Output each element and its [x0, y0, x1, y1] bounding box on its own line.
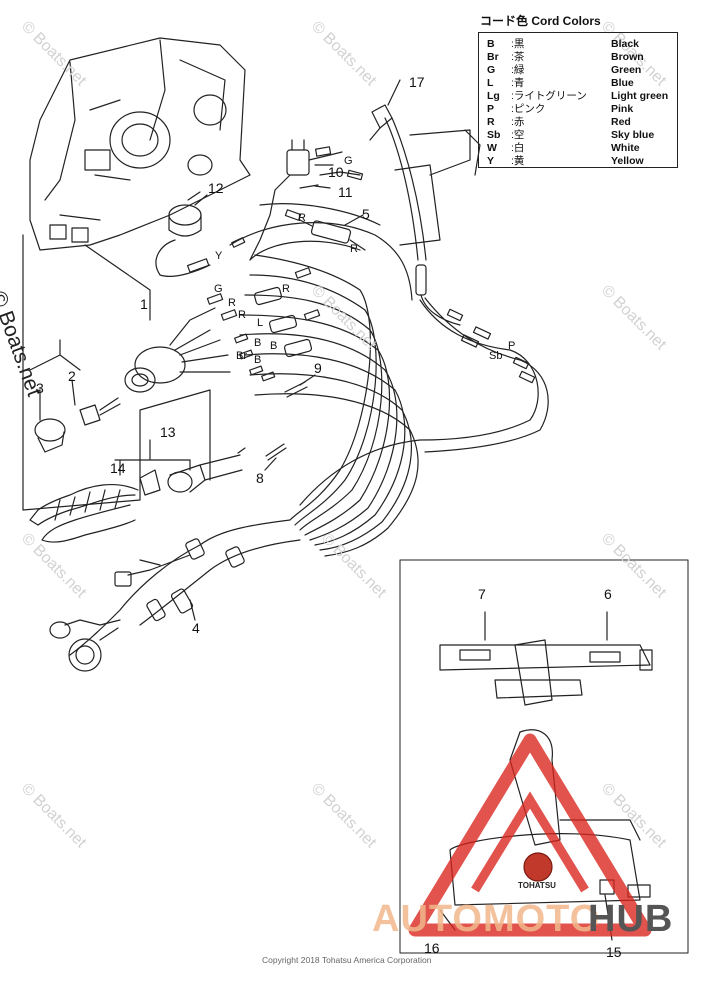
legend-en: Yellow: [611, 155, 644, 167]
legend-row-green: G :緑 Green: [479, 64, 677, 77]
copyright-text: Copyright 2018 Tohatsu America Corporati…: [262, 955, 432, 965]
wire-label: R: [350, 243, 358, 255]
legend-jp: :緑: [511, 64, 525, 76]
wire-label: P: [508, 340, 516, 352]
pin-part-8: [265, 443, 287, 461]
legend-row-yellow: Y :黄 Yellow: [479, 155, 677, 168]
legend-jp: :白: [511, 142, 525, 154]
wire-label: R: [282, 283, 290, 295]
callout-2: 2: [68, 368, 76, 384]
wire-label: B: [270, 340, 278, 352]
callout-1: 1: [140, 296, 148, 312]
legend-row-white: W :白 White: [479, 142, 677, 155]
wire-label: R: [238, 309, 246, 321]
legend-code: Y: [487, 155, 495, 167]
legend-en: Red: [611, 116, 631, 128]
brand-text-hub: HUB: [588, 898, 674, 940]
legend-en: Green: [611, 64, 642, 76]
callout-13: 13: [160, 424, 176, 440]
legend-en: Blue: [611, 77, 634, 89]
legend-code: W: [487, 142, 497, 154]
legend-row-red: R :赤 Red: [479, 116, 677, 129]
wire-connectors: [186, 169, 536, 384]
legend-code: Lg: [487, 90, 500, 102]
cap-part-3: [34, 418, 66, 453]
callout-16: 16: [424, 940, 440, 956]
legend-en: Brown: [611, 51, 644, 63]
legend-code: G: [487, 64, 496, 76]
callout-6: 6: [604, 586, 612, 602]
legend-code: B: [487, 38, 495, 50]
legend-row-sky-blue: Sb :空 Sky blue: [479, 129, 677, 142]
wire-label: L: [257, 317, 264, 329]
wire-label: R: [228, 297, 236, 309]
cable-part-17: [369, 104, 481, 326]
legend-code: L: [487, 77, 494, 89]
wire-label: R: [298, 212, 306, 224]
lanyard-part-14: [29, 469, 161, 543]
legend-jp: :黒: [511, 38, 525, 50]
engine-block: [29, 37, 251, 251]
legend-jp: :茶: [511, 51, 525, 63]
legend-jp: :青: [511, 77, 525, 89]
legend-jp: :赤: [511, 116, 525, 128]
legend-code: P: [487, 103, 495, 115]
callout-8: 8: [256, 470, 264, 486]
relay-part-10: [249, 139, 361, 261]
wire-label: B: [254, 354, 262, 366]
wire-label: Y: [215, 250, 223, 262]
legend-code: Sb: [487, 129, 501, 141]
legend-jp: :空: [511, 129, 525, 141]
callout-15: 15: [606, 944, 622, 960]
legend-code: R: [487, 116, 495, 128]
legend-jp: :ライトグリーン: [511, 90, 587, 102]
ignition-switch-part-1: [124, 307, 231, 393]
wire-label: B: [254, 337, 262, 349]
buzzer-part-12: [155, 191, 211, 277]
callout-5: 5: [362, 206, 370, 222]
legend-box: B :黒 Black Br :茶 Brown G :緑 Green L :青 B…: [478, 32, 678, 168]
wire-label: G: [214, 283, 223, 295]
remote-control-inset: [399, 559, 689, 954]
legend-row-light-green: Lg :ライトグリーン Light green: [479, 90, 677, 103]
callout-11: 11: [338, 184, 353, 200]
wire-label: G: [344, 155, 353, 167]
legend-code: Br: [487, 51, 499, 63]
callout-3: 3: [36, 380, 44, 396]
tohatsu-logo: [523, 852, 553, 882]
key-part-2: [79, 397, 121, 426]
callout-7: 7: [478, 586, 486, 602]
callout-10: 10: [328, 164, 344, 180]
stop-switch-part-13: [167, 447, 246, 493]
legend-title: コード色 Cord Colors: [480, 14, 601, 28]
callout-14: 14: [110, 460, 126, 476]
main-harness-part-4: [49, 519, 301, 672]
legend-row-blue: L :青 Blue: [479, 77, 677, 90]
legend-en: Black: [611, 38, 640, 50]
callout-12: 12: [208, 180, 224, 196]
pin-part-9: [284, 381, 308, 398]
legend-en: White: [611, 142, 640, 154]
callout-17: 17: [409, 74, 425, 90]
wire-label: Sb: [489, 350, 503, 362]
brand-triangle: [408, 733, 652, 937]
legend-row-brown: Br :茶 Brown: [479, 51, 677, 64]
legend-en: Light green: [611, 90, 669, 102]
legend-jp: :ピンク: [511, 103, 546, 115]
callout-9: 9: [314, 360, 322, 376]
legend-en: Sky blue: [611, 129, 655, 141]
legend-en: Pink: [611, 103, 634, 115]
wire-label: Br: [236, 350, 247, 362]
legend-row-pink: P :ピンク Pink: [479, 103, 677, 116]
wiring-bundle: [229, 203, 549, 557]
brand-text-auto: AUTOMOTO: [372, 898, 601, 940]
legend-jp: :黄: [511, 155, 525, 167]
legend-row-black: B :黒 Black: [479, 38, 677, 51]
tohatsu-logo-text: TOHATSU: [518, 881, 556, 890]
callout-4: 4: [192, 620, 200, 636]
